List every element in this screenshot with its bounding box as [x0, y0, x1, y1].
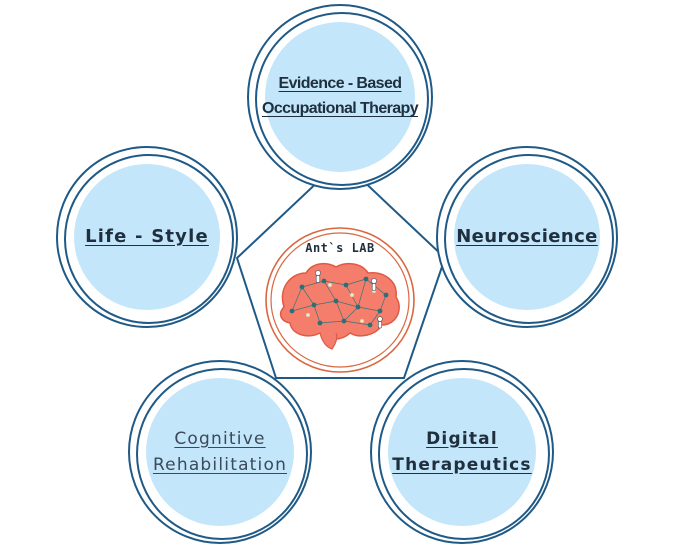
- topic-circle-fill: Digital Therapeutics: [388, 378, 536, 526]
- topic-circle-fill: Life - Style: [74, 164, 220, 310]
- center-logo: Ant`s LAB: [262, 225, 418, 375]
- topic-circle-digital-therapeutics: Digital Therapeutics: [370, 360, 554, 544]
- center-ring: [265, 227, 415, 373]
- topic-circle-neuroscience: Neuroscience: [436, 146, 618, 328]
- topic-label-line1: Life - Style: [85, 226, 209, 248]
- topic-label-line1: Neuroscience: [456, 226, 598, 248]
- topic-label-line1: Cognitive: [174, 428, 266, 449]
- topic-circle-life-style: Life - Style: [56, 146, 238, 328]
- topic-circle-inner-ring: [444, 154, 614, 324]
- topic-circle-inner-ring: [136, 368, 308, 540]
- topic-circle-cognitive-rehabilitation: Cognitive Rehabilitation: [128, 360, 312, 544]
- topic-circle-fill: Neuroscience: [454, 164, 600, 310]
- topic-circle-fill: Cognitive Rehabilitation: [146, 378, 294, 526]
- topic-label-line1: Evidence - Based: [278, 75, 403, 93]
- brain-icon: [279, 262, 400, 350]
- center-title: Ant`s LAB: [305, 241, 375, 255]
- topic-circle-evidence-based-ot: Evidence - Based Occupational Therapy: [247, 4, 433, 190]
- topic-circle-inner-ring: [64, 154, 234, 324]
- topic-label-line2: Occupational Therapy: [261, 100, 419, 117]
- topic-label-line1: Digital: [426, 428, 498, 449]
- topic-circle-inner-ring: [255, 12, 429, 186]
- topic-circle-inner-ring: [378, 368, 550, 540]
- topic-circle-fill: Evidence - Based Occupational Therapy: [261, 22, 419, 172]
- topic-label-line2: Rehabilitation: [152, 455, 288, 475]
- topic-label-line2: Therapeutics: [392, 455, 532, 475]
